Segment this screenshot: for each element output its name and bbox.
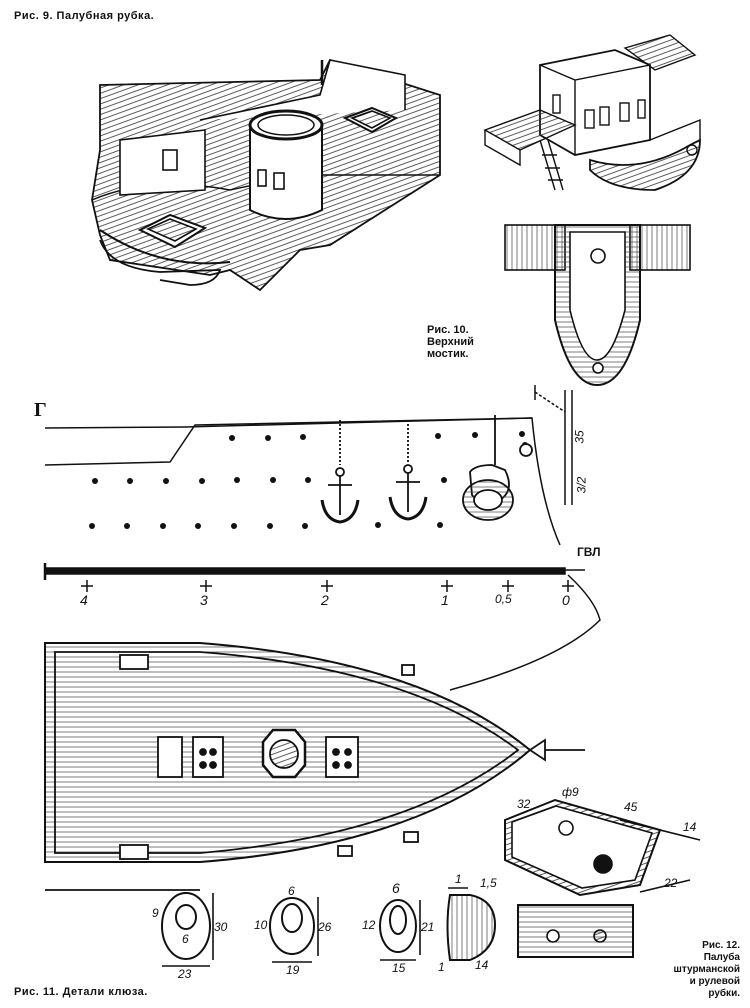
scale-mark: 0 <box>562 592 570 608</box>
scale-ticks <box>81 580 574 592</box>
dimension-label: 1,5 <box>480 876 497 890</box>
dimension-label: 6 <box>288 884 295 898</box>
dimension-label: 22 <box>664 876 678 890</box>
figure-12-caption-line: и рулевой <box>689 976 740 987</box>
dimension-label: ф9 <box>562 785 579 799</box>
scale-mark: 2 <box>321 592 329 608</box>
figure-12-caption-line: штурманской <box>673 964 740 975</box>
dimension-label: 1 <box>438 960 445 974</box>
figure-10-caption-line: Рис. 10. <box>427 324 469 336</box>
scale-mark: 4 <box>80 592 88 608</box>
bridge-perspective <box>483 34 701 191</box>
dimension-label: 21 <box>421 920 435 934</box>
dimension-label: 45 <box>624 800 638 814</box>
scale-mark: 1 <box>441 592 449 608</box>
hawse-pipe <box>462 415 533 521</box>
figure-12-caption-line: Рис. 12. <box>702 940 740 951</box>
waterline-bar <box>44 567 566 575</box>
porthole-row <box>89 431 528 529</box>
dimension-label: 23 <box>178 967 192 981</box>
figure-10-caption-line: Верхний <box>427 336 474 348</box>
dimension-label: 6 <box>392 880 400 896</box>
figure-12-caption: Рис. 12. Палуба штурманской и рулевой ру… <box>660 940 740 1000</box>
dimension-label: 14 <box>475 958 489 972</box>
figure-12-caption-line: Палуба <box>703 952 740 963</box>
wheelhouse-deck <box>504 798 701 897</box>
dimension-label: 30 <box>214 920 228 934</box>
waterline-label: ГВЛ <box>577 545 601 559</box>
dimension-label: 32 <box>517 797 531 811</box>
scale-mark: 3 <box>200 592 208 608</box>
dimension-label: 19 <box>286 963 300 977</box>
bow-profile <box>43 385 601 691</box>
anchor-icon <box>388 420 428 521</box>
anchor-icon <box>320 420 360 524</box>
dimension-label: 1 <box>455 872 462 886</box>
profile-letter: Г <box>34 399 47 421</box>
figure-10-caption-line: мостик. <box>427 348 469 360</box>
dimension-label: 15 <box>392 961 406 975</box>
figure-9-caption: Рис. 9. Палубная рубка. <box>14 10 155 22</box>
scale-mark: 0,5 <box>495 592 512 606</box>
dimension-label: 14 <box>683 820 697 834</box>
figure-12-caption-line: рубки. <box>708 988 740 999</box>
dimension-label: 6 <box>182 932 189 946</box>
hawse-details <box>161 887 634 967</box>
bridge-plan <box>504 224 691 387</box>
side-dimension: 3/2 <box>574 476 589 494</box>
dimension-label: 10 <box>254 918 268 932</box>
side-dimension: 35 <box>572 430 587 444</box>
figure-10-caption: Рис. 10. Верхний мостик. <box>427 324 517 360</box>
figure-11-caption: Рис. 11. Детали клюза. <box>14 986 148 998</box>
forecastle-plan <box>44 642 585 891</box>
dimension-label: 12 <box>362 918 376 932</box>
dimension-label: 9 <box>152 906 159 920</box>
dimension-label: 26 <box>318 920 332 934</box>
deck-house-perspective <box>91 58 441 292</box>
